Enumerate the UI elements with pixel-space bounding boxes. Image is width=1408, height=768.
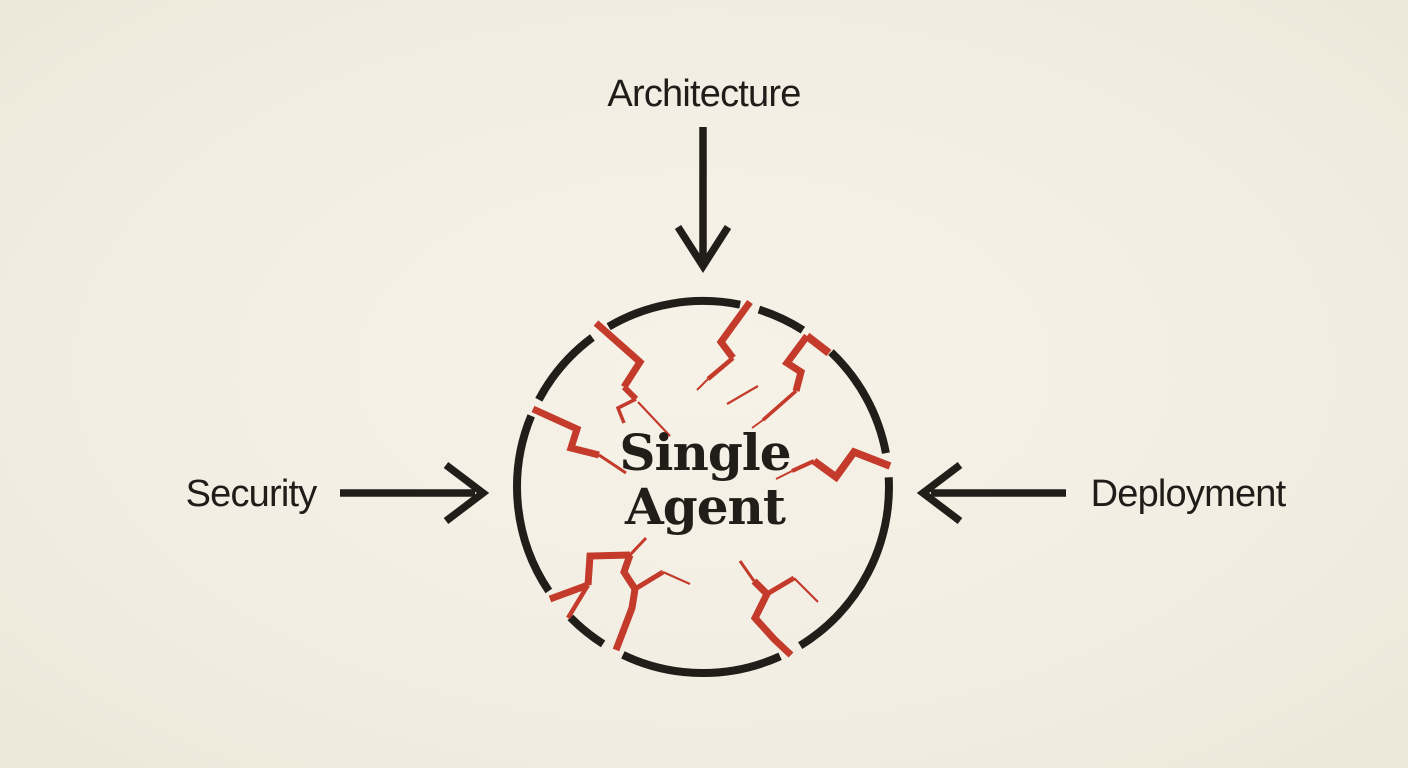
deployment-arrow-left-icon (916, 462, 1066, 524)
crack-bottom-right-icon (738, 560, 819, 658)
circle-arc (567, 614, 606, 648)
crack-right-icon (775, 447, 892, 483)
architecture-label: Architecture (607, 73, 800, 115)
crack-top-icon (696, 299, 753, 391)
crack-left-icon (531, 405, 627, 475)
pressure-arrows (340, 127, 1066, 524)
deployment-label: Deployment (1091, 473, 1287, 515)
architecture-arrow-down-icon (674, 127, 732, 273)
crack-top-left-icon (593, 320, 671, 437)
circle-arc (798, 477, 893, 650)
circle-arc (828, 349, 890, 454)
crack-top-right-icon (726, 332, 832, 429)
single-agent-node: Single Agent (619, 423, 791, 536)
circle-arc (757, 305, 806, 334)
circle-arc (621, 651, 782, 677)
circle-arc (535, 334, 595, 402)
center-label-line1: Single (619, 423, 790, 482)
security-label: Security (186, 473, 318, 515)
crack-bottom-left-icon (548, 536, 691, 652)
agent-circle-outline (513, 296, 893, 677)
circle-arc (606, 296, 741, 331)
circle-arc (513, 414, 553, 594)
cracks (531, 299, 892, 658)
center-label-line2: Agent (624, 477, 786, 536)
security-arrow-right-icon (340, 462, 490, 524)
